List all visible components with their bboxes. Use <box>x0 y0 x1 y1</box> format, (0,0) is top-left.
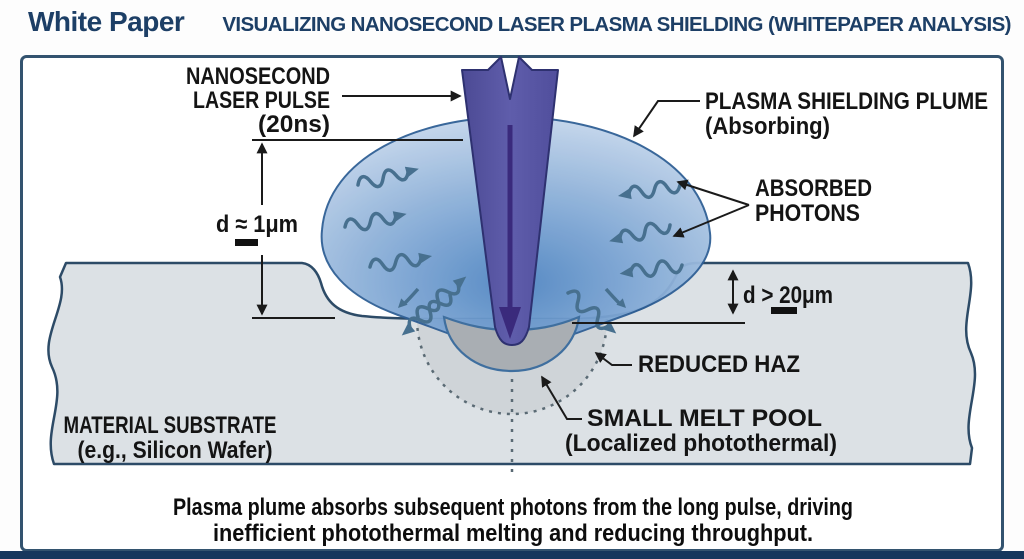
bottom-accent-bar <box>0 551 1024 559</box>
substrate-callout: MATERIAL SUBSTRATE (e.g., Silicon Wafer) <box>64 412 277 464</box>
plume-callout: PLASMA SHIELDING PLUME (Absorbing) <box>633 88 988 140</box>
outward-arrow-icon <box>398 298 408 308</box>
plume-label-1: PLASMA SHIELDING PLUME <box>705 88 988 115</box>
plume-label-2: (Absorbing) <box>705 113 830 140</box>
photons-callout: ABSORBED PHOTONS <box>672 175 872 238</box>
outward-arrow-icon <box>403 287 420 305</box>
photons-label-2: PHOTONS <box>755 200 860 227</box>
caption-line-1: Plasma plume absorbs subsequent photons … <box>173 494 853 521</box>
laser-pulse-label-1: NANOSECOND <box>186 63 330 90</box>
substrate-label-1: MATERIAL SUBSTRATE <box>64 412 277 439</box>
dim-spot-size: d ≈ 1μm <box>216 139 463 319</box>
haz-label: REDUCED HAZ <box>638 351 800 378</box>
melt-label-2: (Localized photothermal) <box>565 430 837 457</box>
melt-label-1: SMALL MELT POOL <box>587 405 822 432</box>
laser-pulse-label-2: LASER PULSE <box>193 87 330 114</box>
dim-depth: d > 20μm <box>572 269 833 324</box>
laser-pulse-callout: NANOSECOND LASER PULSE (20ns) <box>186 63 462 138</box>
brand-title: White Paper <box>28 6 185 37</box>
photons-label-1: ABSORBED <box>755 175 872 202</box>
dim-depth-label: d > 20μm <box>743 282 833 309</box>
melt-pool-callout: SMALL MELT POOL (Localized photothermal) <box>541 375 837 457</box>
dim-spot-label: d ≈ 1μm <box>216 211 298 238</box>
haz-callout: REDUCED HAZ <box>594 351 800 378</box>
figure-title: VISUALIZING NANOSECOND LASER PLASMA SHIE… <box>222 13 1011 36</box>
caption-line-2: inefficient photothermal melting and red… <box>213 520 813 547</box>
header: White Paper VISUALIZING NANOSECOND LASER… <box>28 6 1012 38</box>
laser-plasma-diagram: d ≈ 1μm d > 20μm NANOSECOND LASER PULSE … <box>20 55 1004 552</box>
substrate-label-2: (e.g., Silicon Wafer) <box>78 437 273 464</box>
caption: Plasma plume absorbs subsequent photons … <box>173 494 853 547</box>
outward-arrow-icon <box>604 287 621 305</box>
plume-base-arrows <box>398 287 626 308</box>
laser-pulse-label-3: (20ns) <box>258 111 330 138</box>
beam-direction-arrow <box>499 125 521 339</box>
dim-depth-underline <box>771 307 797 314</box>
outward-arrow-icon <box>616 298 626 308</box>
dim-spot-underline <box>235 239 258 246</box>
